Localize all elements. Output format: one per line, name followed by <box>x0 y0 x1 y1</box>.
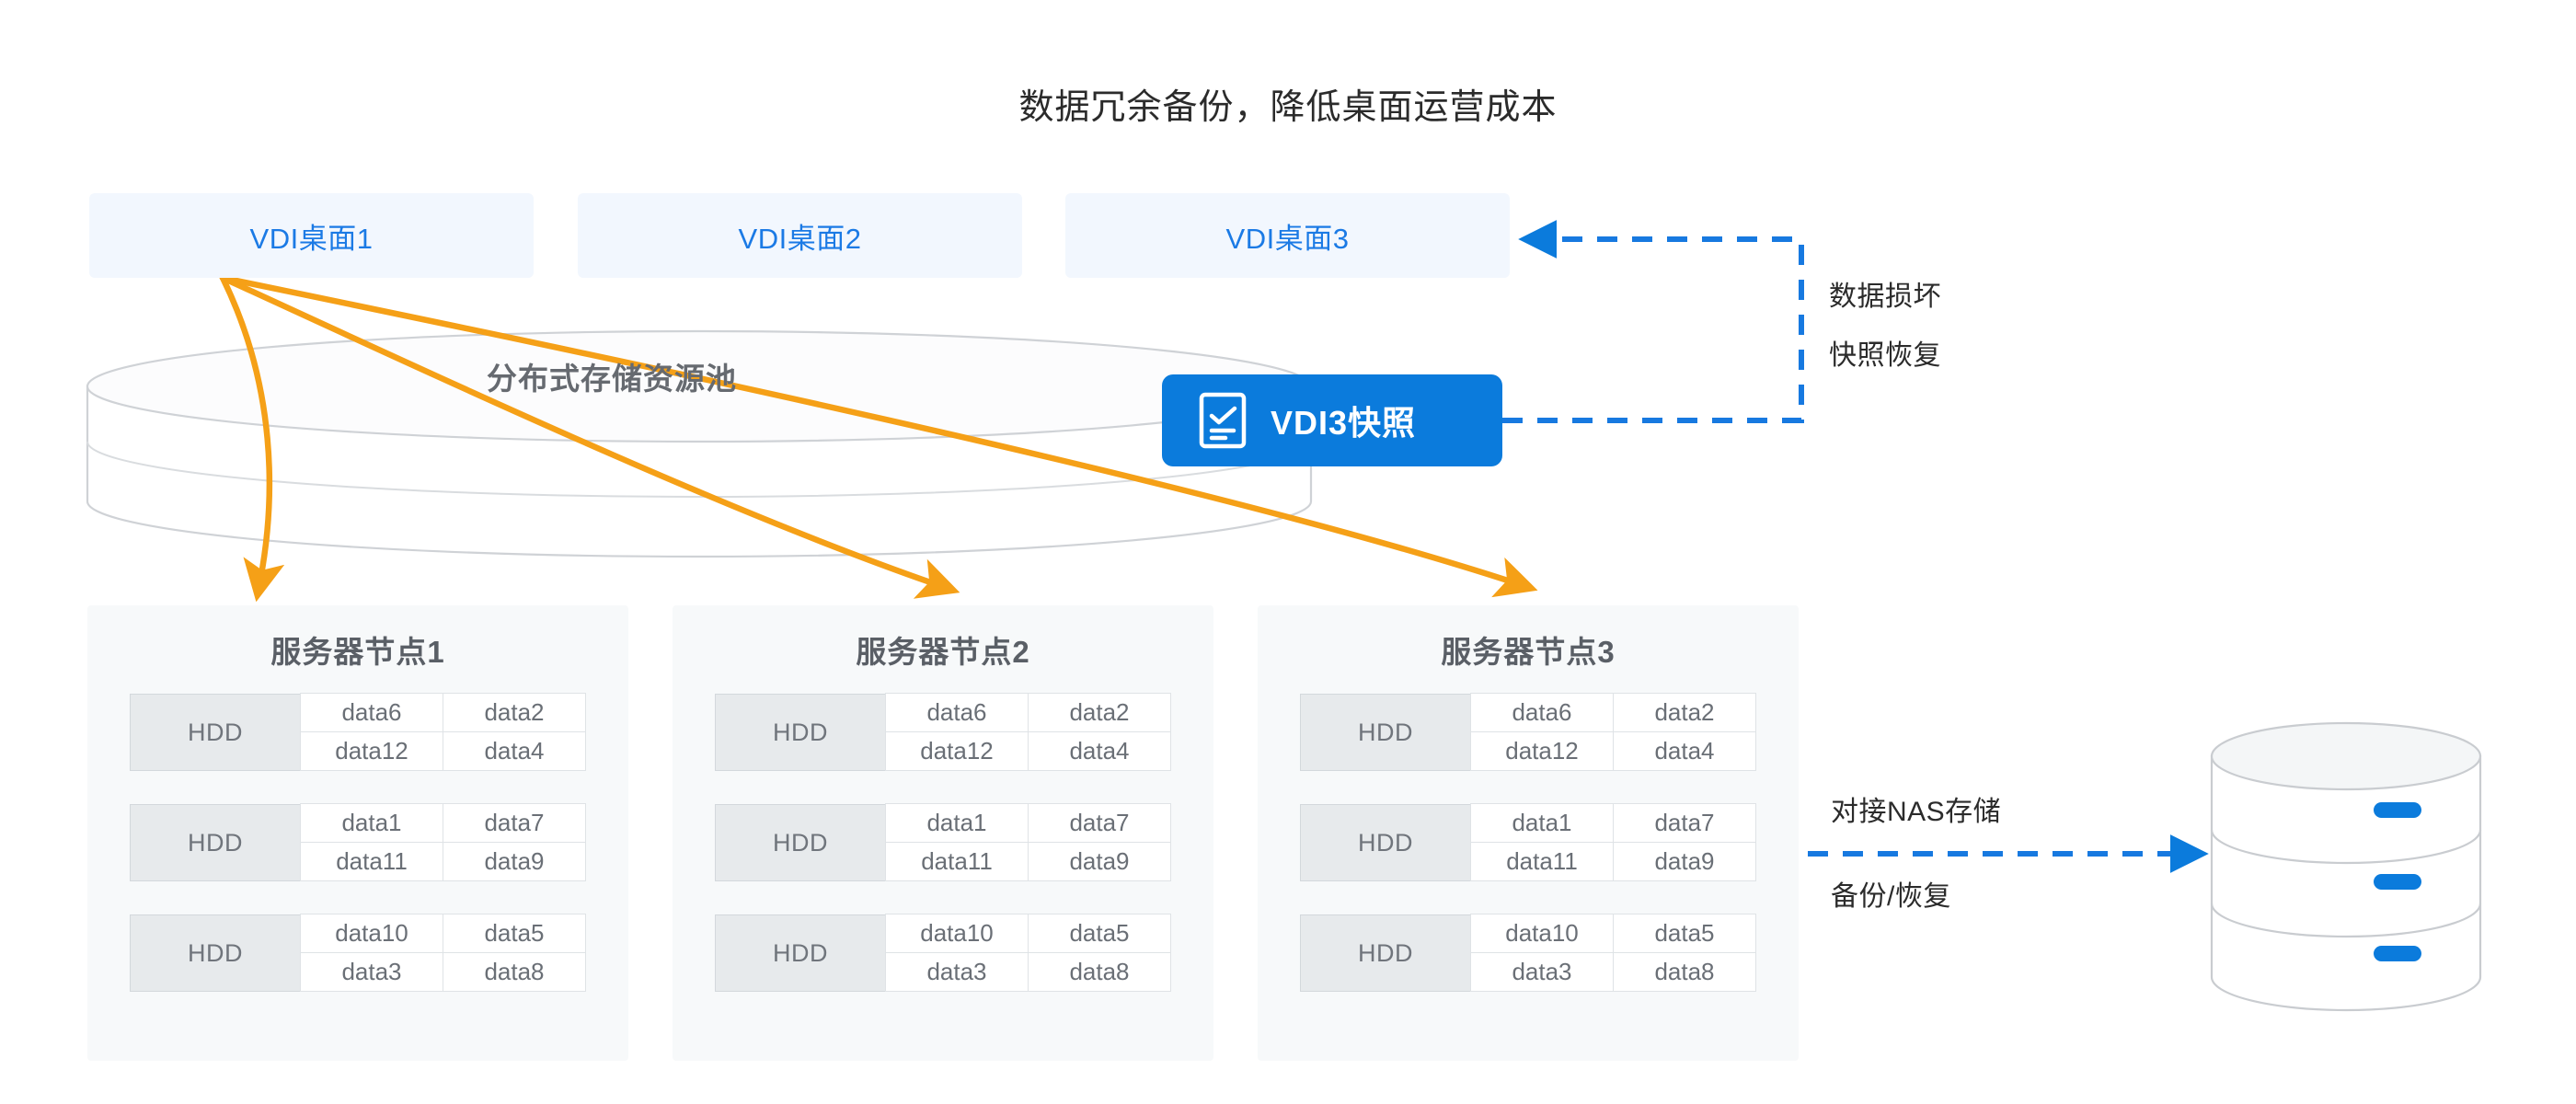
annotation-nas-connect: 对接NAS存储 <box>1831 797 2002 827</box>
annotation-snapshot-restore: 快照恢复 <box>1829 340 1941 371</box>
disk-group: HDD data1 data7 data11 data9 <box>1300 803 1756 881</box>
vdi-desktop-2[interactable]: VDI桌面2 <box>578 193 1022 278</box>
data-cell: data3 <box>300 952 443 992</box>
data-cell: data2 <box>1613 693 1756 732</box>
disk-group: HDD data10 data5 data3 data8 <box>1300 914 1756 992</box>
data-grid: data10 data5 data3 data8 <box>300 914 586 992</box>
vdi-desktop-1[interactable]: VDI桌面1 <box>89 193 534 278</box>
data-cell: data7 <box>1613 803 1756 843</box>
data-cell: data10 <box>885 914 1029 953</box>
vdi-desktop-3[interactable]: VDI桌面3 <box>1065 193 1510 278</box>
hdd-label: HDD <box>1300 914 1471 992</box>
server-node-2: 服务器节点2 HDD data6 data2 data12 data4 HDD … <box>673 605 1213 1061</box>
data-cell: data3 <box>885 952 1029 992</box>
server-node-1: 服务器节点1 HDD data6 data2 data12 data4 HDD … <box>87 605 628 1061</box>
disk-group: HDD data1 data7 data11 data9 <box>715 803 1171 881</box>
data-cell: data6 <box>300 693 443 732</box>
hdd-label: HDD <box>130 694 301 771</box>
data-cell: data4 <box>1028 731 1171 771</box>
data-cell: data6 <box>885 693 1029 732</box>
data-cell: data11 <box>1470 842 1614 881</box>
server-node-1-title: 服务器节点1 <box>270 635 445 669</box>
data-grid: data6 data2 data12 data4 <box>885 693 1171 771</box>
data-cell: data5 <box>443 914 586 953</box>
data-cell: data6 <box>1470 693 1614 732</box>
disk-group: HDD data1 data7 data11 data9 <box>130 803 586 881</box>
data-cell: data9 <box>443 842 586 881</box>
server-node-3-title: 服务器节点3 <box>1441 635 1616 669</box>
data-grid: data6 data2 data12 data4 <box>1470 693 1756 771</box>
data-grid: data10 data5 data3 data8 <box>885 914 1171 992</box>
data-cell: data7 <box>443 803 586 843</box>
hdd-label: HDD <box>130 914 301 992</box>
data-cell: data8 <box>1613 952 1756 992</box>
data-cell: data2 <box>443 693 586 732</box>
vdi-desktop-1-label: VDI桌面1 <box>249 222 374 255</box>
hdd-label: HDD <box>715 694 886 771</box>
vdi3-snapshot-label: VDI3快照 <box>1271 404 1417 442</box>
data-cell: data2 <box>1028 693 1171 732</box>
data-cell: data12 <box>1470 731 1614 771</box>
data-cell: data1 <box>300 803 443 843</box>
data-cell: data11 <box>885 842 1029 881</box>
vdi3-snapshot-badge[interactable]: VDI3快照 <box>1162 374 1502 466</box>
data-cell: data12 <box>885 731 1029 771</box>
data-grid: data1 data7 data11 data9 <box>300 803 586 881</box>
data-cell: data9 <box>1613 842 1756 881</box>
disk-group: HDD data6 data2 data12 data4 <box>1300 693 1756 771</box>
data-grid: data10 data5 data3 data8 <box>1470 914 1756 992</box>
data-cell: data11 <box>300 842 443 881</box>
hdd-label: HDD <box>1300 694 1471 771</box>
disk-group: HDD data6 data2 data12 data4 <box>130 693 586 771</box>
data-cell: data8 <box>1028 952 1171 992</box>
page-title: 数据冗余备份，降低桌面运营成本 <box>1018 88 1558 127</box>
hdd-label: HDD <box>715 914 886 992</box>
data-cell: data9 <box>1028 842 1171 881</box>
hdd-label: HDD <box>715 804 886 881</box>
vdi-desktop-2-label: VDI桌面2 <box>738 222 862 255</box>
data-cell: data10 <box>1470 914 1614 953</box>
data-cell: data3 <box>1470 952 1614 992</box>
annotation-backup-restore: 备份/恢复 <box>1831 881 1951 912</box>
snapshot-restore-path <box>1502 220 1804 423</box>
disk-group: HDD data6 data2 data12 data4 <box>715 693 1171 771</box>
clipboard-check-icon <box>1199 392 1247 449</box>
nas-tier-3-indicator <box>2374 946 2421 961</box>
nas-tier-2-indicator <box>2374 874 2421 890</box>
annotation-data-damage: 数据损坏 <box>1829 282 1941 312</box>
data-cell: data7 <box>1028 803 1171 843</box>
hdd-label: HDD <box>130 804 301 881</box>
nas-storage <box>2208 719 2480 1014</box>
vdi-desktop-3-label: VDI桌面3 <box>1225 222 1350 255</box>
storage-pool-label: 分布式存储资源池 <box>487 362 737 396</box>
hdd-label: HDD <box>1300 804 1471 881</box>
server-node-3: 服务器节点3 HDD data6 data2 data12 data4 HDD … <box>1258 605 1799 1061</box>
nas-tier-1-indicator <box>2374 802 2421 818</box>
data-cell: data1 <box>885 803 1029 843</box>
data-cell: data10 <box>300 914 443 953</box>
data-cell: data12 <box>300 731 443 771</box>
data-grid: data1 data7 data11 data9 <box>1470 803 1756 881</box>
disk-group: HDD data10 data5 data3 data8 <box>715 914 1171 992</box>
data-grid: data1 data7 data11 data9 <box>885 803 1171 881</box>
data-cell: data4 <box>1613 731 1756 771</box>
data-cell: data1 <box>1470 803 1614 843</box>
data-cell: data5 <box>1613 914 1756 953</box>
data-cell: data5 <box>1028 914 1171 953</box>
data-grid: data6 data2 data12 data4 <box>300 693 586 771</box>
data-cell: data8 <box>443 952 586 992</box>
disk-group: HDD data10 data5 data3 data8 <box>130 914 586 992</box>
data-cell: data4 <box>443 731 586 771</box>
server-node-2-title: 服务器节点2 <box>856 635 1030 669</box>
